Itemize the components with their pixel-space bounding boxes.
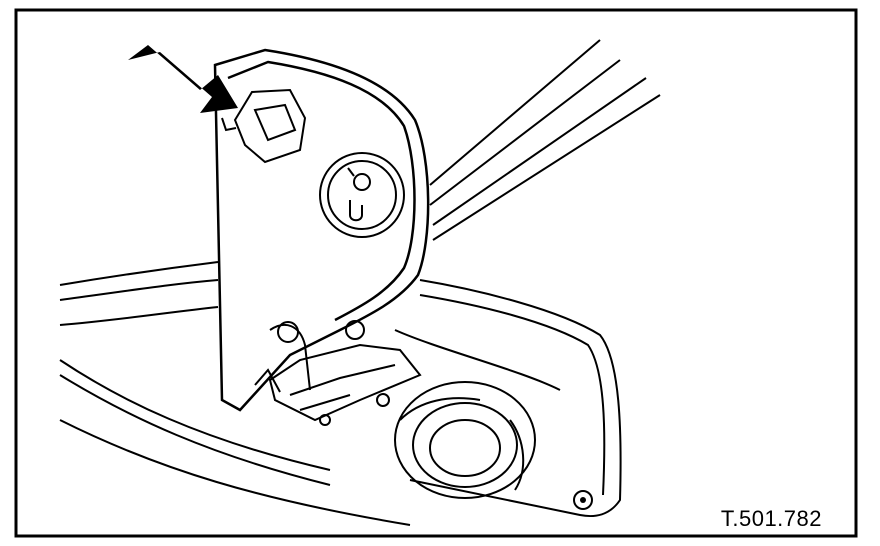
filler-neck (394, 381, 536, 499)
body-panel-lines (59, 39, 661, 526)
fuel-door (213, 48, 430, 412)
cap-tether-ring (319, 152, 405, 238)
fuel-recess (394, 279, 622, 518)
hinge-clip (221, 88, 307, 164)
arrow-icon (128, 45, 238, 113)
hinge-mechanism (254, 320, 422, 426)
figure-reference-code: T.501.782 (720, 506, 822, 531)
figure-border (14, 8, 858, 538)
mounting-screw (573, 490, 593, 510)
